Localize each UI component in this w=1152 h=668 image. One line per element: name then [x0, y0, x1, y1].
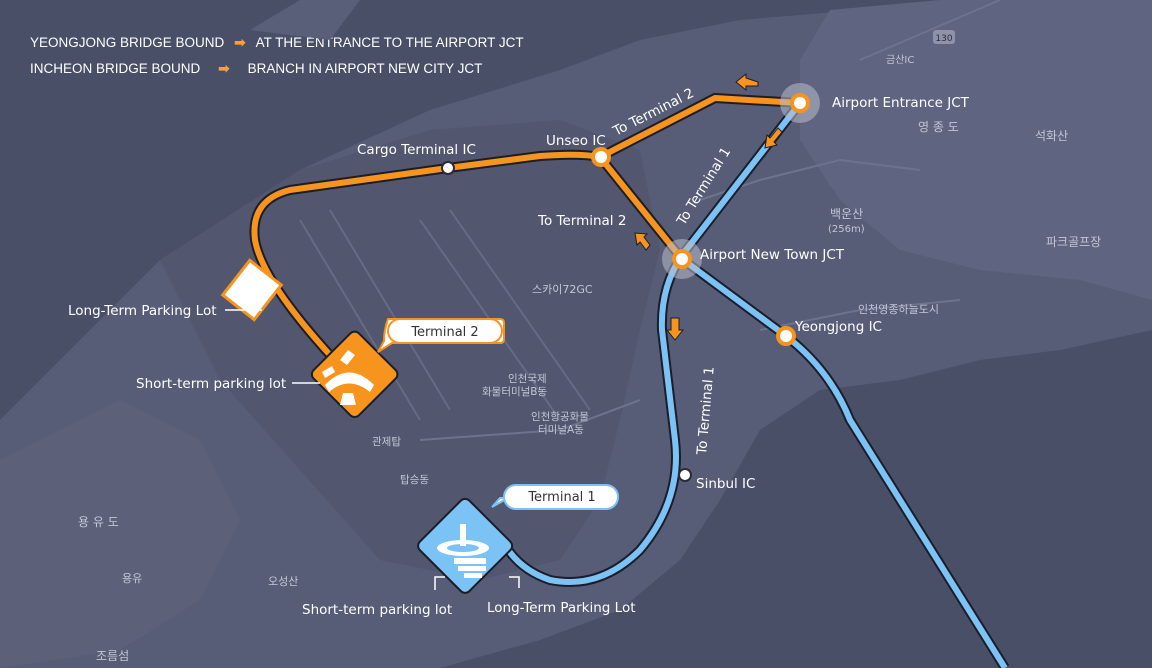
basemap-labels: 영 종 도 석화산 백운산 (256m) 파크골프장 스카이72GC 인천영종하…	[78, 54, 1101, 663]
arrow-northwest-icon	[634, 232, 651, 251]
to-terminal1-lower-label: To Terminal 1	[694, 366, 718, 456]
unseo-ic-label: Unseo IC	[546, 133, 606, 149]
route-130-label: 130	[935, 34, 952, 44]
land-island	[250, 0, 360, 40]
long-term-parking-t2[interactable]	[220, 258, 284, 322]
land-east	[800, 0, 1152, 300]
airport-new-town-jct-marker[interactable]	[672, 249, 692, 269]
arrow-south-icon	[665, 317, 685, 341]
legend-arrow-icon: ➡	[218, 61, 230, 76]
airport-new-town-jct-label: Airport New Town JCT	[700, 247, 845, 263]
cargo-terminal-ic-marker[interactable]	[441, 161, 455, 175]
terminal1-callout: Terminal 1	[491, 484, 619, 510]
terminal2-callout: Terminal 2	[377, 318, 505, 353]
tapseungdong-label: 탑승동	[400, 474, 429, 486]
sinbul-ic-marker[interactable]	[678, 468, 692, 482]
airport-entrance-jct-label: Airport Entrance JCT	[832, 95, 970, 111]
route-130-shield: 130	[933, 30, 955, 44]
legend-incheon-desc: BRANCH IN AIRPORT NEW CITY JCT	[247, 61, 483, 76]
yeongjong-ic-marker[interactable]	[776, 326, 796, 346]
legend-incheon-label: INCHEON BRIDGE BOUND	[30, 61, 201, 76]
oseongsan-label: 오성산	[268, 575, 298, 588]
airport-grounds	[160, 120, 660, 580]
land-yongyudo	[0, 400, 240, 668]
unseo-ic-marker[interactable]	[591, 147, 611, 167]
legend-row-incheon: INCHEON BRIDGE BOUND ➡ BRANCH IN AIRPORT…	[30, 56, 524, 82]
park-golf-label: 파크골프장	[1046, 235, 1101, 249]
terminal2-callout-label: Terminal 2	[410, 325, 478, 340]
yeongjong-do-label: 영 종 도	[918, 120, 959, 134]
baegunsan-label: 백운산	[830, 207, 863, 221]
terminal1-callout-label: Terminal 1	[527, 490, 595, 505]
long-term-parking-t1-label: Long-Term Parking Lot	[487, 600, 636, 616]
seokhwasan-label: 석화산	[1035, 129, 1068, 143]
baegunsan-height-label: (256m)	[828, 224, 865, 235]
geumsan-ic-label: 금산IC	[886, 54, 914, 66]
legend-yeongjong-label: YEONGJONG BRIDGE BOUND	[30, 35, 225, 50]
arrow-southwest-icon	[764, 127, 783, 149]
yongyu-label: 용유	[122, 572, 142, 585]
short-term-parking-t1-label: Short-term parking lot	[302, 602, 452, 618]
gwanjetap-label: 관제탑	[372, 436, 401, 448]
legend-arrow-icon: ➡	[234, 35, 246, 50]
long-term-parking-t2-label: Long-Term Parking Lot	[68, 303, 217, 319]
yongyudo-label: 용 유 도	[78, 515, 119, 529]
sinbul-ic-label: Sinbul IC	[696, 476, 755, 492]
terminal1-icon[interactable]	[416, 496, 515, 595]
yeongjong-ic-label: Yeongjong IC	[794, 319, 882, 335]
direction-arrows	[634, 72, 783, 341]
incheon-city-label: 인천영종하늘도시	[858, 302, 939, 316]
junction-markers	[441, 93, 810, 482]
terminal2-icon[interactable]	[309, 329, 400, 420]
joreumseom-label: 조름섬	[96, 649, 129, 663]
arrow-west-icon	[735, 72, 759, 92]
sky72-label: 스카이72GC	[532, 283, 593, 296]
airport-entrance-jct-marker[interactable]	[790, 93, 810, 113]
short-term-parking-t2-label: Short-term parking lot	[136, 376, 286, 392]
to-terminal2-lower-label: To Terminal 2	[537, 213, 626, 229]
cargo-terminal-ic-label: Cargo Terminal IC	[357, 142, 476, 158]
